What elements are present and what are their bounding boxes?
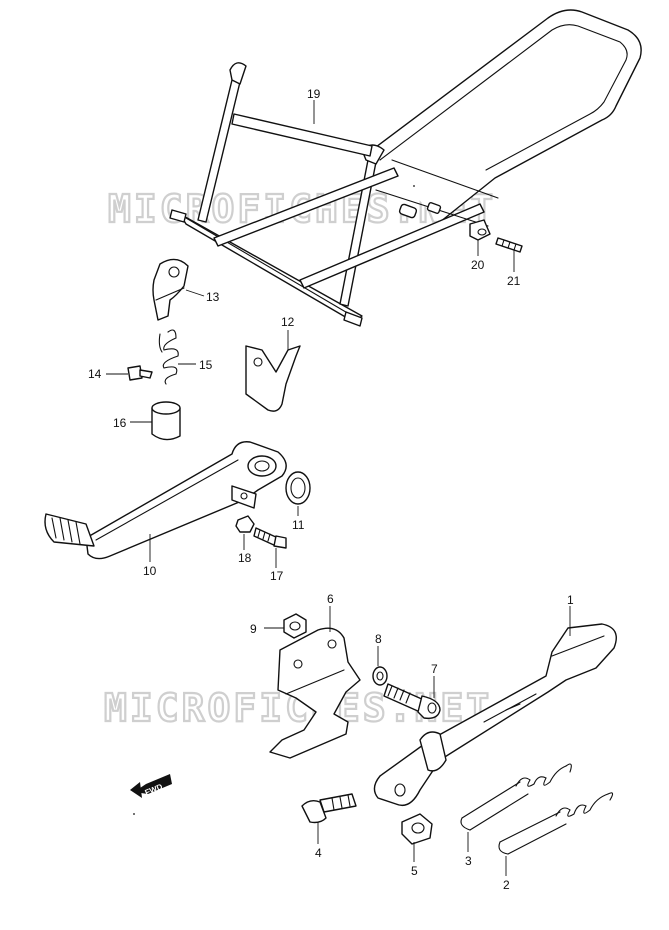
part-21-bolt: [495, 237, 523, 253]
callout-4: 4: [315, 846, 322, 860]
callout-7: 7: [431, 662, 438, 676]
callout-6: 6: [327, 592, 334, 606]
part-11-washer: [285, 471, 311, 505]
part-13-bracket: [152, 258, 189, 321]
part-3-spring: [460, 763, 572, 831]
part-18-nut: [235, 515, 255, 533]
callout-5: 5: [411, 864, 418, 878]
callout-1: 1: [567, 593, 574, 607]
callout-labels: 1 2 3 4 5 6 7 8 9 10 11 12 13 14 15 16 1…: [88, 87, 574, 892]
callout-16: 16: [113, 416, 127, 430]
callout-2: 2: [503, 878, 510, 892]
part-1-side-stand: [373, 623, 617, 807]
part-15-spring: [158, 329, 179, 385]
callout-15: 15: [199, 358, 213, 372]
part-19-stand-frame: [169, 9, 642, 327]
callout-12: 12: [281, 315, 295, 329]
speck: [413, 185, 415, 187]
part-2-spring: [498, 792, 614, 855]
callout-10: 10: [143, 564, 157, 578]
part-5-nut: [401, 813, 433, 845]
part-14-bolt: [127, 365, 153, 381]
part-17-bolt: [253, 527, 287, 549]
part-6-stand-bracket: [269, 627, 361, 759]
part-12-hook-plate: [245, 345, 301, 412]
part-8-washer: [372, 666, 388, 686]
fwd-arrow-icon: FWD: [130, 774, 172, 798]
part-20-bushing: [469, 219, 491, 241]
part-4-stud-bolt: [301, 793, 357, 824]
callout-8: 8: [375, 632, 382, 646]
part-7-pivot-bolt: [383, 683, 441, 720]
callout-21: 21: [507, 274, 521, 288]
callout-17: 17: [270, 569, 284, 583]
speck: [133, 813, 135, 815]
callout-13: 13: [206, 290, 220, 304]
callout-14: 14: [88, 367, 102, 381]
part-10-pedal-arm: [44, 441, 287, 560]
callout-11: 11: [292, 518, 305, 532]
part-16-collar: [151, 401, 181, 441]
callout-20: 20: [471, 258, 485, 272]
part-9-nut: [283, 613, 307, 639]
callout-19: 19: [307, 87, 321, 101]
leader-lines: [106, 100, 571, 876]
callout-3: 3: [465, 854, 472, 868]
callout-18: 18: [238, 551, 252, 565]
callout-9: 9: [250, 622, 257, 636]
